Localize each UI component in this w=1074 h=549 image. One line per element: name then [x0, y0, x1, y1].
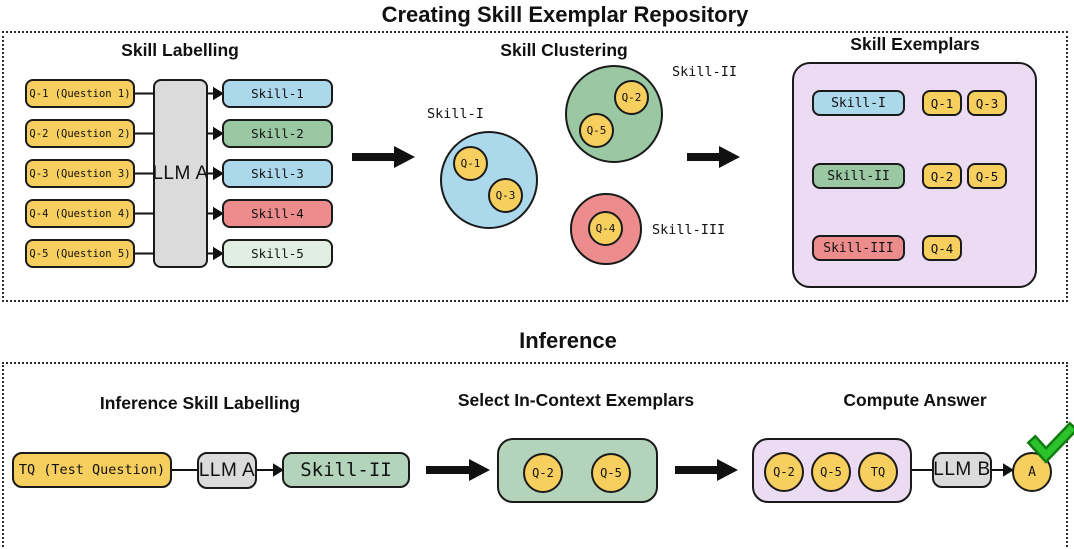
exemplar-question-pill: Q-2 — [922, 163, 962, 189]
answer-circle: A — [1012, 452, 1052, 492]
predicted-skill-box: Skill-II — [282, 452, 410, 488]
skill-box-3: Skill-3 — [222, 159, 333, 188]
selected-exemplars-box — [497, 438, 658, 503]
selected-exemplar-q2: Q-2 — [523, 453, 563, 493]
question-box-5: Q-5 (Question 5) — [25, 239, 135, 268]
question-box-4: Q-4 (Question 4) — [25, 199, 135, 228]
llm-a-box: LLM A — [152, 79, 208, 268]
cluster-member-q5: Q-5 — [579, 113, 614, 148]
question-box-3: Q-3 (Question 3) — [25, 159, 135, 188]
skill-box-1: Skill-1 — [222, 79, 333, 108]
skill-labelling-heading: Skill Labelling — [121, 40, 239, 60]
skill-box-2: Skill-2 — [222, 119, 333, 148]
inference-section-title: Inference — [519, 328, 617, 353]
inference-skill-labelling-heading: Inference Skill Labelling — [99, 393, 301, 413]
cluster-circle-skill-1 — [440, 131, 538, 229]
exemplar-question-pill: Q-3 — [967, 90, 1007, 116]
llm-a-inference-box: LLM A — [197, 452, 257, 489]
skill-box-5: Skill-5 — [222, 239, 333, 268]
cluster-circle-skill-2 — [565, 65, 663, 163]
exemplar-question-pill: Q-5 — [967, 163, 1007, 189]
context-member-tq: TQ — [858, 452, 898, 492]
top-section-title: Creating Skill Exemplar Repository — [381, 2, 749, 27]
exemplar-question-pill: Q-4 — [922, 235, 962, 261]
cluster-member-q4: Q-4 — [588, 211, 623, 246]
select-exemplars-heading: Select In-Context Exemplars — [457, 390, 695, 410]
compute-answer-heading: Compute Answer — [843, 390, 987, 410]
question-box-1: Q-1 (Question 1) — [25, 79, 135, 108]
skill-exemplars-heading: Skill Exemplars — [850, 34, 980, 54]
selected-exemplar-q5: Q-5 — [591, 453, 631, 493]
question-box-2: Q-2 (Question 2) — [25, 119, 135, 148]
test-question-box: TQ (Test Question) — [12, 452, 172, 488]
cluster-member-q2: Q-2 — [614, 80, 649, 115]
skill-box-4: Skill-4 — [222, 199, 333, 228]
cluster-member-q1: Q-1 — [453, 146, 488, 181]
exemplar-skill-pill-2: Skill-II — [812, 163, 905, 189]
cluster-member-q3: Q-3 — [488, 178, 523, 213]
exemplar-skill-pill-1: Skill-I — [812, 90, 905, 116]
context-member-q2: Q-2 — [764, 452, 804, 492]
exemplar-skill-pill-3: Skill-III — [812, 235, 905, 261]
llm-b-box: LLM B — [932, 452, 992, 488]
skill-clustering-heading: Skill Clustering — [500, 40, 628, 60]
exemplar-question-pill: Q-1 — [922, 90, 962, 116]
context-member-q5: Q-5 — [811, 452, 851, 492]
cluster-label-skill-1: Skill-I — [427, 106, 484, 122]
repository-creation-panel — [2, 31, 1068, 302]
cluster-circle-skill-3 — [570, 193, 642, 265]
cluster-label-skill-3: Skill-III — [652, 222, 726, 238]
cluster-label-skill-2: Skill-II — [672, 64, 738, 80]
